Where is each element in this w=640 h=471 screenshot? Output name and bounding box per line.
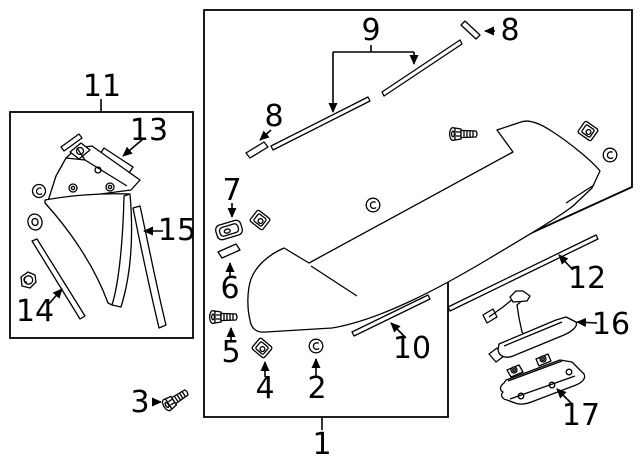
grommet-icon — [365, 197, 381, 213]
nut-icon — [20, 271, 37, 289]
callout-label-6[interactable]: 6 — [220, 271, 240, 306]
clip-4-icon — [251, 337, 273, 359]
strip-14 — [31, 238, 86, 320]
strip-9-right — [381, 39, 463, 97]
callout-label-13[interactable]: 13 — [129, 113, 169, 148]
callout-label-3[interactable]: 3 — [130, 385, 150, 420]
grommet-icon — [602, 147, 618, 163]
spoiler-assembly-drawing — [208, 20, 618, 359]
callout-label-2[interactable]: 2 — [307, 371, 327, 406]
callout-label-14[interactable]: 14 — [15, 294, 55, 329]
callout-label-10[interactable]: 10 — [392, 331, 432, 366]
spoiler-wing — [247, 120, 601, 333]
strip-9-left — [270, 96, 371, 151]
outside-parts-drawing — [447, 234, 599, 405]
strip-8-right — [460, 20, 481, 40]
callout-label-9[interactable]: 9 — [361, 13, 381, 48]
bracket-17-drawing — [499, 353, 586, 405]
bolt-5-icon — [208, 309, 238, 325]
callout-label-7[interactable]: 7 — [222, 173, 242, 208]
callout-label-11[interactable]: 11 — [82, 69, 122, 104]
callout-label-5[interactable]: 5 — [221, 335, 241, 370]
strip-12 — [447, 234, 599, 312]
callout-label-8-right[interactable]: 8 — [500, 13, 520, 48]
clip-7-icon — [214, 219, 244, 241]
bolt-3-icon — [161, 389, 189, 412]
callout-label-17[interactable]: 17 — [561, 398, 601, 433]
grommet-2-icon — [308, 338, 324, 354]
strip-10 — [351, 294, 431, 337]
callout-label-12[interactable]: 12 — [567, 261, 607, 296]
washer-icon — [27, 213, 43, 231]
callout-label-1[interactable]: 1 — [312, 427, 332, 462]
callout-label-16[interactable]: 16 — [591, 307, 631, 342]
pad-6 — [217, 243, 241, 259]
clip-icon — [249, 209, 271, 231]
strip-15 — [132, 205, 167, 329]
callout-label-4[interactable]: 4 — [255, 371, 275, 406]
callout-label-8-left[interactable]: 8 — [264, 99, 284, 134]
clip-icon — [577, 120, 599, 142]
side-spoiler-drawing — [20, 133, 167, 329]
high-mount-lamp-drawing — [482, 290, 578, 363]
strip-8-left — [245, 141, 269, 159]
small-strip — [60, 133, 83, 152]
callout-label-15[interactable]: 15 — [157, 213, 197, 248]
callout-arrows — [46, 26, 598, 430]
grommet-icon — [31, 183, 47, 199]
bolt-icon — [448, 126, 478, 142]
